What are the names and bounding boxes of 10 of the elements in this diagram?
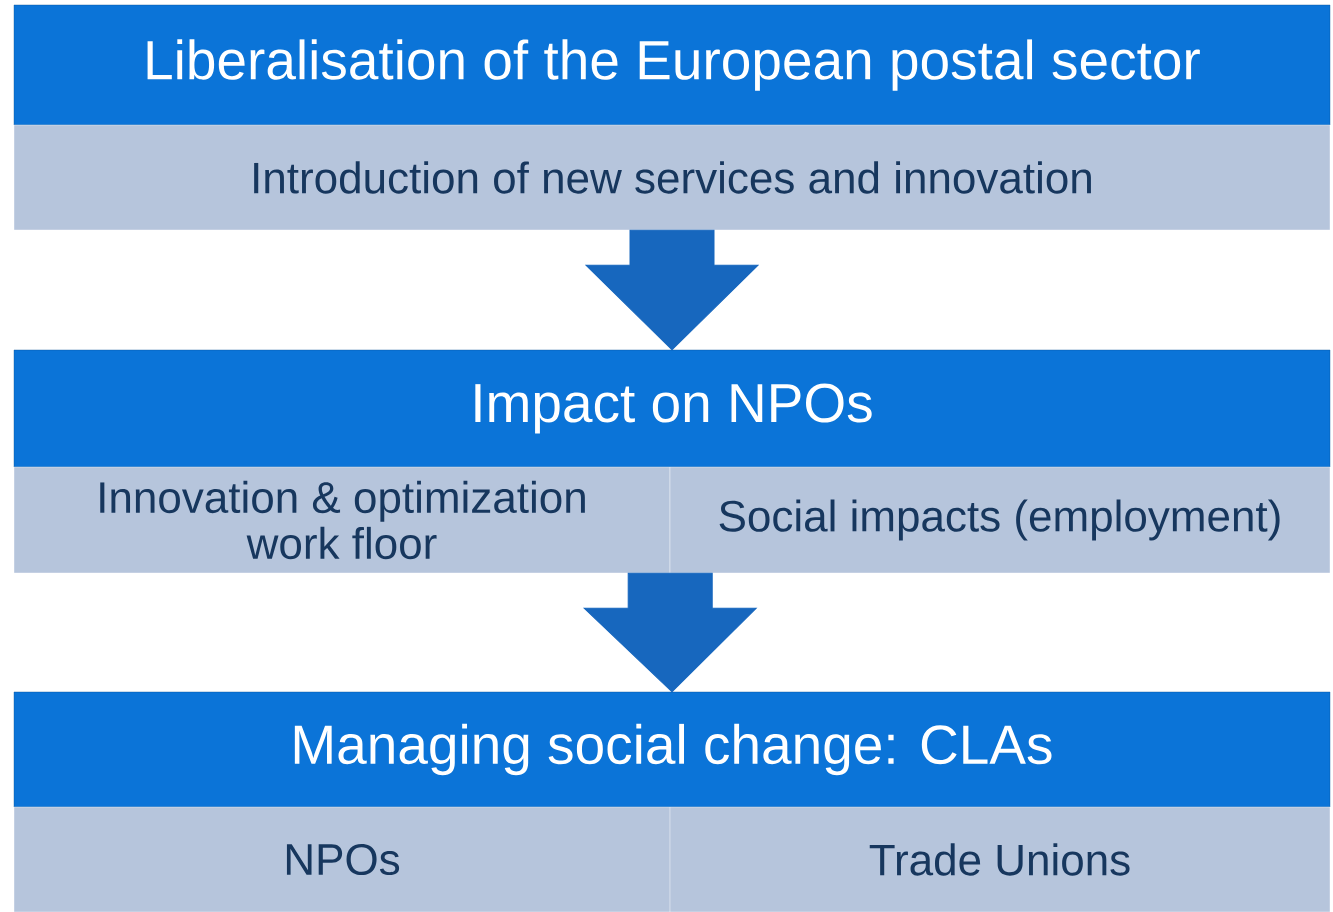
heading-band: Managing social change: CLAs xyxy=(13,691,1331,808)
block-arrow xyxy=(583,572,757,693)
block-arrow xyxy=(585,229,759,351)
sub-band: NPOs xyxy=(13,806,671,912)
heading-band: Liberalisation of the European postal sector xyxy=(13,4,1331,126)
sub-band: Introduction of new services and innovation xyxy=(13,124,1331,231)
sub-band: Social impacts (employment) xyxy=(669,466,1331,574)
heading-band: Impact on NPOs xyxy=(13,349,1331,468)
sub-band: Innovation & optimization work floor xyxy=(13,466,671,574)
sub-band: Trade Unions xyxy=(669,806,1331,912)
